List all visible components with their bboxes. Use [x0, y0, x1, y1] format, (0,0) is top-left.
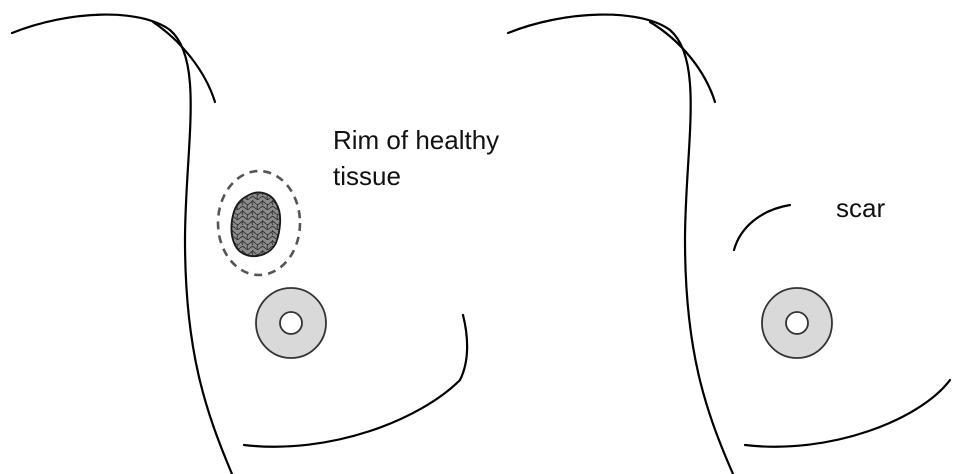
- tumor: [231, 192, 280, 256]
- breast-before-fold: [153, 22, 215, 102]
- nipple-before: [280, 312, 302, 334]
- nipple-after: [786, 312, 808, 334]
- rim-of-healthy-tissue-label: Rim of healthy tissue: [333, 122, 499, 194]
- scar-line: [734, 205, 790, 250]
- rim-label-line2: tissue: [333, 158, 499, 194]
- rim-label-line1: Rim of healthy: [333, 122, 499, 158]
- breast-before: [12, 15, 467, 474]
- breast-after-outline: [508, 15, 733, 474]
- scar-label: scar: [836, 190, 885, 226]
- breast-before-outline: [12, 15, 232, 474]
- breast-after-fold: [650, 22, 715, 102]
- breast-after-underside: [745, 380, 950, 447]
- breast-after: [508, 15, 950, 474]
